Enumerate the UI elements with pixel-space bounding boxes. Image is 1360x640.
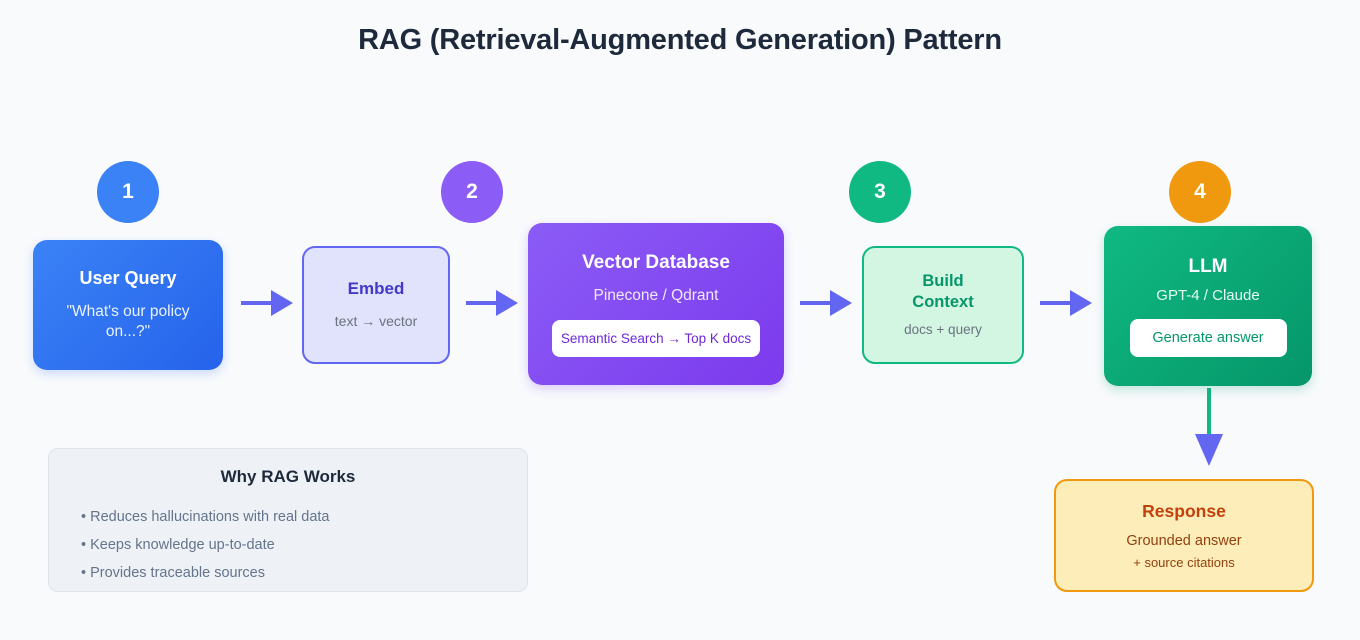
node-user-query-title: User Query	[79, 267, 177, 288]
list-item: Reduces hallucinations with real data	[81, 504, 527, 532]
step-badge-4: 4	[1169, 161, 1231, 223]
node-llm-subtitle: GPT-4 / Claude	[1156, 287, 1260, 305]
node-response-title: Response	[1142, 500, 1226, 521]
step-badge-2: 2	[441, 161, 503, 223]
node-embed-subtitle: text → vector	[334, 313, 418, 330]
arrow-vector-db-to-build-context	[800, 290, 852, 316]
node-response-subtitle-2: + source citations	[1133, 555, 1235, 571]
arrow-stem	[800, 301, 832, 305]
node-vector-database[interactable]: Vector Database Pinecone / Qdrant Semant…	[528, 223, 784, 385]
node-build-context-title-line2: Context	[912, 292, 974, 311]
step-badge-1: 1	[97, 161, 159, 223]
node-user-query-subtitle: "What's our policy on...?"	[66, 302, 190, 340]
node-llm-title: LLM	[1188, 256, 1228, 278]
node-response[interactable]: Response Grounded answer + source citati…	[1054, 479, 1314, 592]
page-title: RAG (Retrieval-Augmented Generation) Pat…	[358, 24, 1002, 56]
arrow-head-icon	[1195, 434, 1223, 466]
arrow-embed-to-vector-db	[466, 290, 518, 316]
node-user-query[interactable]: User Query "What's our policy on...?"	[33, 240, 223, 370]
arrow-llm-to-response	[1195, 388, 1223, 468]
node-build-context-title-line1: Build	[922, 272, 964, 291]
panel-title: Why RAG Works	[220, 467, 356, 486]
node-llm[interactable]: LLM GPT-4 / Claude Generate answer	[1104, 226, 1312, 386]
semantic-search-pill[interactable]: Semantic Search → Top K docs	[552, 320, 760, 358]
arrow-head-icon	[271, 290, 293, 316]
list-item: Provides traceable sources	[81, 560, 527, 588]
node-vector-db-subtitle: Pinecone / Qdrant	[593, 286, 719, 304]
panel-why-rag-works: Why RAG Works Reduces hallucinations wit…	[48, 448, 528, 592]
node-embed-title: Embed	[347, 279, 405, 299]
arrow-stem	[1040, 301, 1072, 305]
arrow-head-icon	[496, 290, 518, 316]
node-build-context-subtitle: docs + query	[904, 321, 982, 337]
arrow-stem	[466, 301, 498, 305]
node-embed[interactable]: Embed text → vector	[302, 246, 450, 364]
arrow-user-query-to-embed	[241, 290, 293, 316]
node-response-subtitle: Grounded answer	[1126, 533, 1242, 550]
step-badge-3: 3	[849, 161, 911, 223]
arrow-build-context-to-llm	[1040, 290, 1092, 316]
generate-answer-pill[interactable]: Generate answer	[1129, 318, 1287, 357]
panel-bullet-list: Reduces hallucinations with real data Ke…	[49, 504, 527, 587]
node-build-context[interactable]: Build Context docs + query	[862, 246, 1024, 364]
arrow-head-icon	[830, 290, 852, 316]
list-item: Keeps knowledge up-to-date	[81, 532, 527, 560]
arrow-head-icon	[1070, 290, 1092, 316]
arrow-stem	[241, 301, 273, 305]
node-vector-db-title: Vector Database	[582, 251, 730, 273]
arrow-stem	[1207, 388, 1211, 440]
